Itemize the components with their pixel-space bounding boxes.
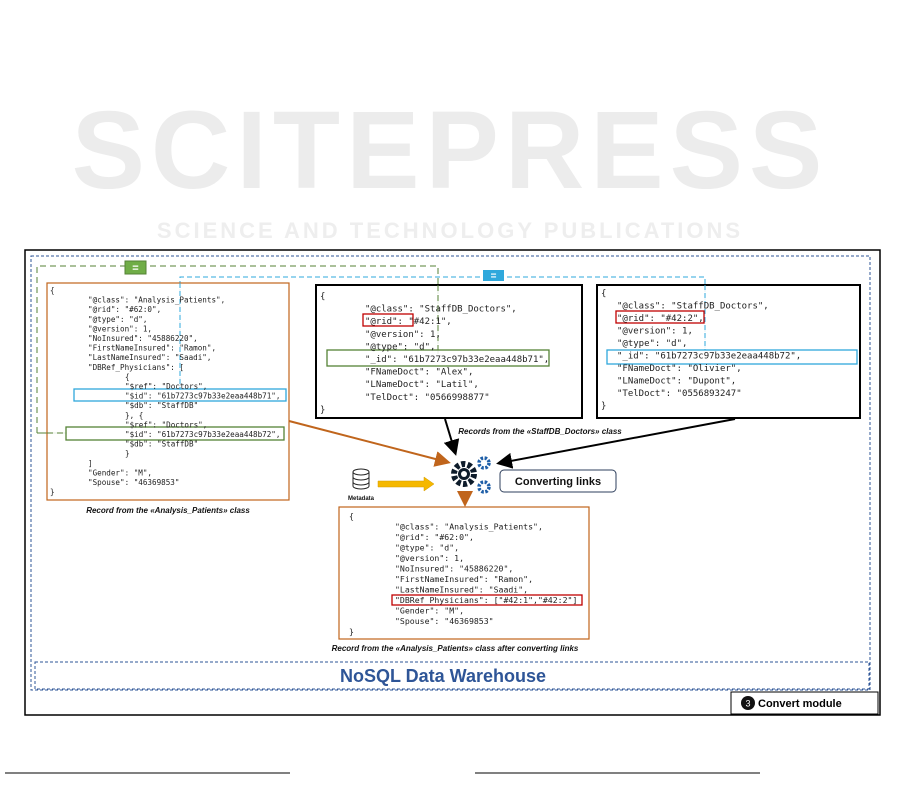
code-line: } xyxy=(50,488,55,497)
database-icon xyxy=(352,468,370,490)
result-record-box xyxy=(338,506,590,640)
code-line: "@rid": "#62:0", xyxy=(88,305,161,314)
code-line: { xyxy=(320,292,325,302)
code-line: { xyxy=(50,286,55,295)
code-line: { xyxy=(601,289,606,299)
warehouse-label-box xyxy=(34,661,870,690)
doctor-record-1-code: { "@class": "StaffDB_Doctors", "@rid": "#4… xyxy=(320,292,549,415)
code-line: "_id": "61b7273c97b33e2eaa448b72", xyxy=(617,352,801,362)
result-record-caption: Record from the «Analysis_Patients» clas… xyxy=(332,644,579,653)
code-line: "NoInsured": "45886220", xyxy=(395,564,513,574)
code-line: "$id": "61b7273c97b33e2eaa448b72", xyxy=(125,430,280,439)
code-line: "@type": "d", xyxy=(88,315,147,324)
code-line: "@version": 1, xyxy=(617,327,693,337)
code-line: } xyxy=(349,627,354,637)
module-number-circle xyxy=(741,696,755,710)
blue-equal-sign: = xyxy=(491,271,497,282)
code-line: }, { xyxy=(125,411,143,420)
code-line: "NoInsured": "45886220", xyxy=(88,334,198,343)
code-line: } xyxy=(320,405,325,415)
code-line: "@type": "d", xyxy=(365,342,435,352)
code-line: "@class": "Analysis_Patients", xyxy=(88,296,225,305)
code-line: "TelDoct": "0556893247" xyxy=(617,389,742,399)
code-line: "@type": "d", xyxy=(617,339,687,349)
patient-to-converter-arrow xyxy=(288,420,451,467)
warehouse-frame xyxy=(30,255,871,691)
doctor-record-box-1 xyxy=(315,284,583,419)
doctor1-to-converter-arrow xyxy=(443,418,460,456)
code-line: "$db": "StaffDB" xyxy=(125,401,198,410)
metadata-arrow xyxy=(377,476,435,492)
code-line: "LNameDoct": "Dupont", xyxy=(617,377,736,387)
gears-icon xyxy=(451,456,491,494)
code-line: "@rid": "#42:1", xyxy=(365,317,452,327)
doctor-record-2-code: { "@class": "StaffDB_Doctors", "@rid": "#4… xyxy=(601,289,801,412)
result-record-code: { "@class": "Analysis_Patients","@rid": "… xyxy=(349,511,577,637)
code-line: } xyxy=(601,402,606,412)
code-line: "_id": "61b7273c97b33e2eaa448b71", xyxy=(365,355,549,365)
code-line: "@version": 1, xyxy=(365,330,441,340)
code-line: "@version": 1, xyxy=(88,324,152,333)
code-line: "@class": "StaffDB_Doctors", xyxy=(365,305,517,315)
patient-record-caption: Record from the «Analysis_Patients» clas… xyxy=(86,506,250,515)
doctor-record-box-2 xyxy=(596,284,861,419)
code-line: "LNameDoct": "Latil", xyxy=(365,380,479,390)
code-line: "LastNameInsured": "Saadi", xyxy=(88,353,211,362)
code-line: "DBRef_Physicians": ["#42:1","#42:2"] xyxy=(395,595,577,605)
green-equal-sign: = xyxy=(132,263,138,275)
code-line: } xyxy=(125,449,130,458)
code-line: { xyxy=(125,372,130,381)
code-line: "@class": "Analysis_Patients", xyxy=(395,522,543,532)
highlight-doctor-id-71 xyxy=(326,349,550,367)
code-line: "$db": "StaffDB" xyxy=(125,440,198,449)
doctor2-to-converter-arrow xyxy=(496,418,736,469)
module-number: 3 xyxy=(745,699,750,709)
code-line: "$ref": "Doctors", xyxy=(125,420,207,429)
code-line: "FirstNameInsured": "Ramon", xyxy=(88,344,216,353)
converting-links-label: Converting links xyxy=(515,476,601,488)
code-line: "$ref": "Doctors", xyxy=(125,382,207,391)
code-line: "FNameDoct": "Alex", xyxy=(365,368,473,378)
code-line: "TelDoct": "0566998877" xyxy=(365,393,490,403)
code-line: { xyxy=(349,511,354,521)
highlight-converted-refs xyxy=(391,594,583,606)
module-label: Convert module xyxy=(758,698,842,710)
green-equal-badge xyxy=(124,260,147,275)
code-line: "Spouse": "46369853" xyxy=(88,478,179,487)
code-line: "$id": "61b7273c97b33e2eaa448b71", xyxy=(125,392,280,401)
code-line: "@type": "d", xyxy=(395,543,459,553)
watermark: SCITEPRESS xyxy=(72,89,829,212)
code-line: ] xyxy=(88,459,93,468)
highlight-id-71 xyxy=(73,388,287,402)
blue-equal-badge xyxy=(483,270,504,281)
code-line: "Gender": "M", xyxy=(395,606,464,616)
patient-record-code: { "@class": "Analysis_Patients","@rid": "… xyxy=(50,286,280,497)
code-line: "LastNameInsured": "Saadi", xyxy=(395,585,528,595)
doctors-caption: Records from the «StaffDB_Doctors» class xyxy=(458,427,622,436)
converting-links-box xyxy=(499,469,617,493)
code-line: "@rid": "#42:2", xyxy=(617,314,704,324)
code-line: "DBRef_Physicians": [ xyxy=(88,363,184,372)
module-badge xyxy=(730,691,879,715)
code-line: "Gender": "M", xyxy=(88,468,152,477)
code-line: "@version": 1, xyxy=(395,553,464,563)
outer-frame xyxy=(24,249,881,716)
highlight-rid-42-1 xyxy=(362,313,414,327)
patient-record-box xyxy=(46,282,290,501)
code-line: "FirstNameInsured": "Ramon", xyxy=(395,574,533,584)
code-line: "@class": "StaffDB_Doctors", xyxy=(617,302,769,312)
code-line: "Spouse": "46369853" xyxy=(395,616,494,626)
watermark-subtitle: SCIENCE AND TECHNOLOGY PUBLICATIONS xyxy=(157,218,743,243)
code-line: "FNameDoct": "Olivier", xyxy=(617,364,742,374)
highlight-rid-42-2 xyxy=(615,310,705,324)
highlight-id-72 xyxy=(65,426,285,441)
metadata-label: Metadata xyxy=(348,496,375,502)
warehouse-label: NoSQL Data Warehouse xyxy=(340,666,546,686)
highlight-doctor-id-72 xyxy=(606,349,858,365)
code-line: "@rid": "#62:0", xyxy=(395,532,474,542)
